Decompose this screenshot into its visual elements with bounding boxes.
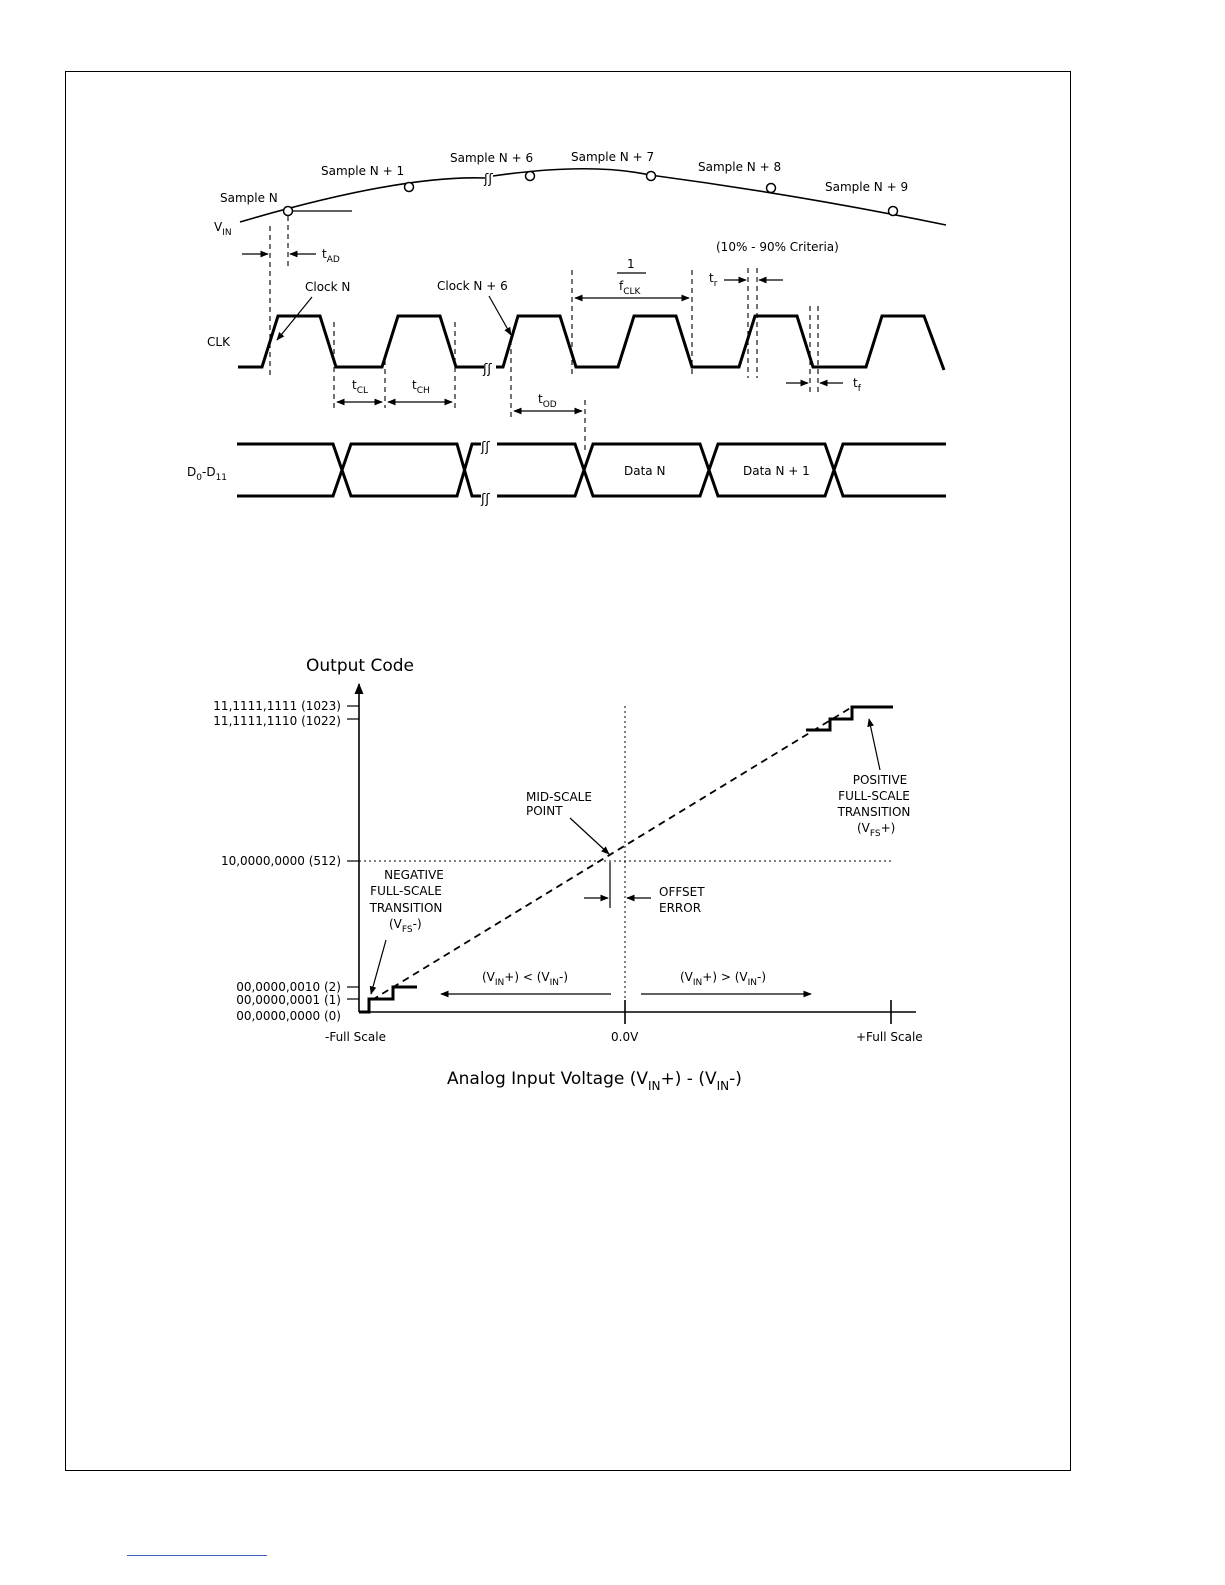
vin-break-mark: ʃʃ: [483, 172, 493, 187]
sample-label-n6: Sample N + 6: [450, 151, 533, 165]
sample-point-n: [282, 205, 294, 217]
mid-scale-pointer: [569, 817, 610, 855]
clock-n6-label: Clock N + 6: [437, 279, 508, 293]
negative-fs-label-3: TRANSITION: [369, 901, 443, 915]
data-bus-break-bottom: ʃʃ: [480, 492, 490, 507]
x-tick-minus-fs-label: -Full Scale: [325, 1030, 386, 1044]
tf-label: tf: [853, 376, 862, 394]
clock-n-label: Clock N: [305, 280, 350, 294]
tcl-label: tCL: [352, 378, 368, 396]
high-end-steps: [806, 705, 893, 732]
fclk-numerator: 1: [627, 257, 635, 271]
negative-fs-symbol: (VFS-): [389, 917, 422, 935]
data-bus-label: D0-D11: [187, 465, 227, 483]
tod-label: tOD: [538, 392, 557, 410]
y-code-1023: 11,1111,1111 (1023): [213, 699, 341, 713]
data-bus-waveform: [237, 442, 946, 498]
clk-label: CLK: [207, 335, 231, 349]
sample-label-n7: Sample N + 7: [571, 150, 654, 164]
t-ad-label: tAD: [322, 247, 340, 265]
clock-n-pointer: [276, 296, 313, 341]
tr-label: tr: [709, 271, 718, 289]
sample-label-n9: Sample N + 9: [825, 180, 908, 194]
x-tick-zero-label: 0.0V: [611, 1030, 639, 1044]
sample-points: [282, 170, 899, 217]
negative-fs-pointer: [369, 939, 387, 995]
mid-scale-label-1: MID-SCALE: [526, 790, 592, 804]
y-code-0: 00,0000,0000 (0): [236, 1009, 341, 1023]
y-code-1022: 11,1111,1110 (1022): [213, 714, 341, 728]
negative-fs-label-1: NEGATIVE: [384, 868, 444, 882]
y-code-1: 00,0000,0001 (1): [236, 993, 341, 1007]
sample-point-n8: [765, 182, 777, 194]
timing-diagram: ʃʃ Sample N Sample N + 1 Sample N + 6 Sa…: [187, 150, 947, 507]
y-axis-title: Output Code: [306, 656, 414, 676]
positive-fs-symbol: (VFS+): [857, 821, 895, 839]
y-code-512: 10,0000,0000 (512): [221, 854, 341, 868]
offset-error-label-2: ERROR: [659, 901, 701, 915]
transfer-line: [371, 706, 853, 1001]
low-end-steps: [359, 985, 417, 1014]
offset-error-label-1: OFFSET: [659, 885, 705, 899]
data-n-label: Data N: [624, 464, 665, 478]
x-tick-plus-fs-label: +Full Scale: [856, 1030, 923, 1044]
sample-point-n9: [887, 205, 899, 217]
tch-label: tCH: [412, 378, 430, 396]
clk-waveform: [238, 314, 946, 371]
sample-point-n7: [645, 170, 657, 182]
sample-point-n6: [524, 170, 536, 182]
criteria-note: (10% - 90% Criteria): [716, 240, 839, 254]
fclk-denominator: fCLK: [619, 279, 642, 297]
clk-break-mark: ʃʃ: [482, 362, 492, 377]
negative-fs-label-2: FULL-SCALE: [370, 884, 442, 898]
positive-fs-label-1: POSITIVE: [853, 773, 908, 787]
y-code-2: 00,0000,0010 (2): [236, 980, 341, 994]
mid-scale-label-2: POINT: [526, 804, 563, 818]
sample-label-n1: Sample N + 1: [321, 164, 404, 178]
footer-link-underline: [127, 1555, 267, 1556]
page-frame: [65, 71, 1071, 1471]
sample-label-n: Sample N: [220, 191, 278, 205]
clock-n6-pointer: [488, 295, 512, 336]
x-axis-title: Analog Input Voltage (VIN+) - (VIN-): [447, 1069, 742, 1093]
data-n1-label: Data N + 1: [743, 464, 810, 478]
positive-fs-label-2: FULL-SCALE: [838, 789, 910, 803]
sample-point-n1: [403, 181, 415, 193]
positive-fs-pointer: [867, 718, 881, 771]
positive-fs-label-3: TRANSITION: [837, 805, 911, 819]
vin-waveform: [239, 167, 947, 226]
sample-label-n8: Sample N + 8: [698, 160, 781, 174]
vin-label: VIN: [214, 220, 232, 238]
data-bus-break-top: ʃʃ: [480, 440, 490, 455]
transfer-diagram: Output Code 11,1111,1111 (1023) 11,1111,…: [213, 656, 922, 1093]
left-region-label: (VIN+) < (VIN-): [482, 970, 568, 988]
right-region-label: (VIN+) > (VIN-): [680, 970, 766, 988]
